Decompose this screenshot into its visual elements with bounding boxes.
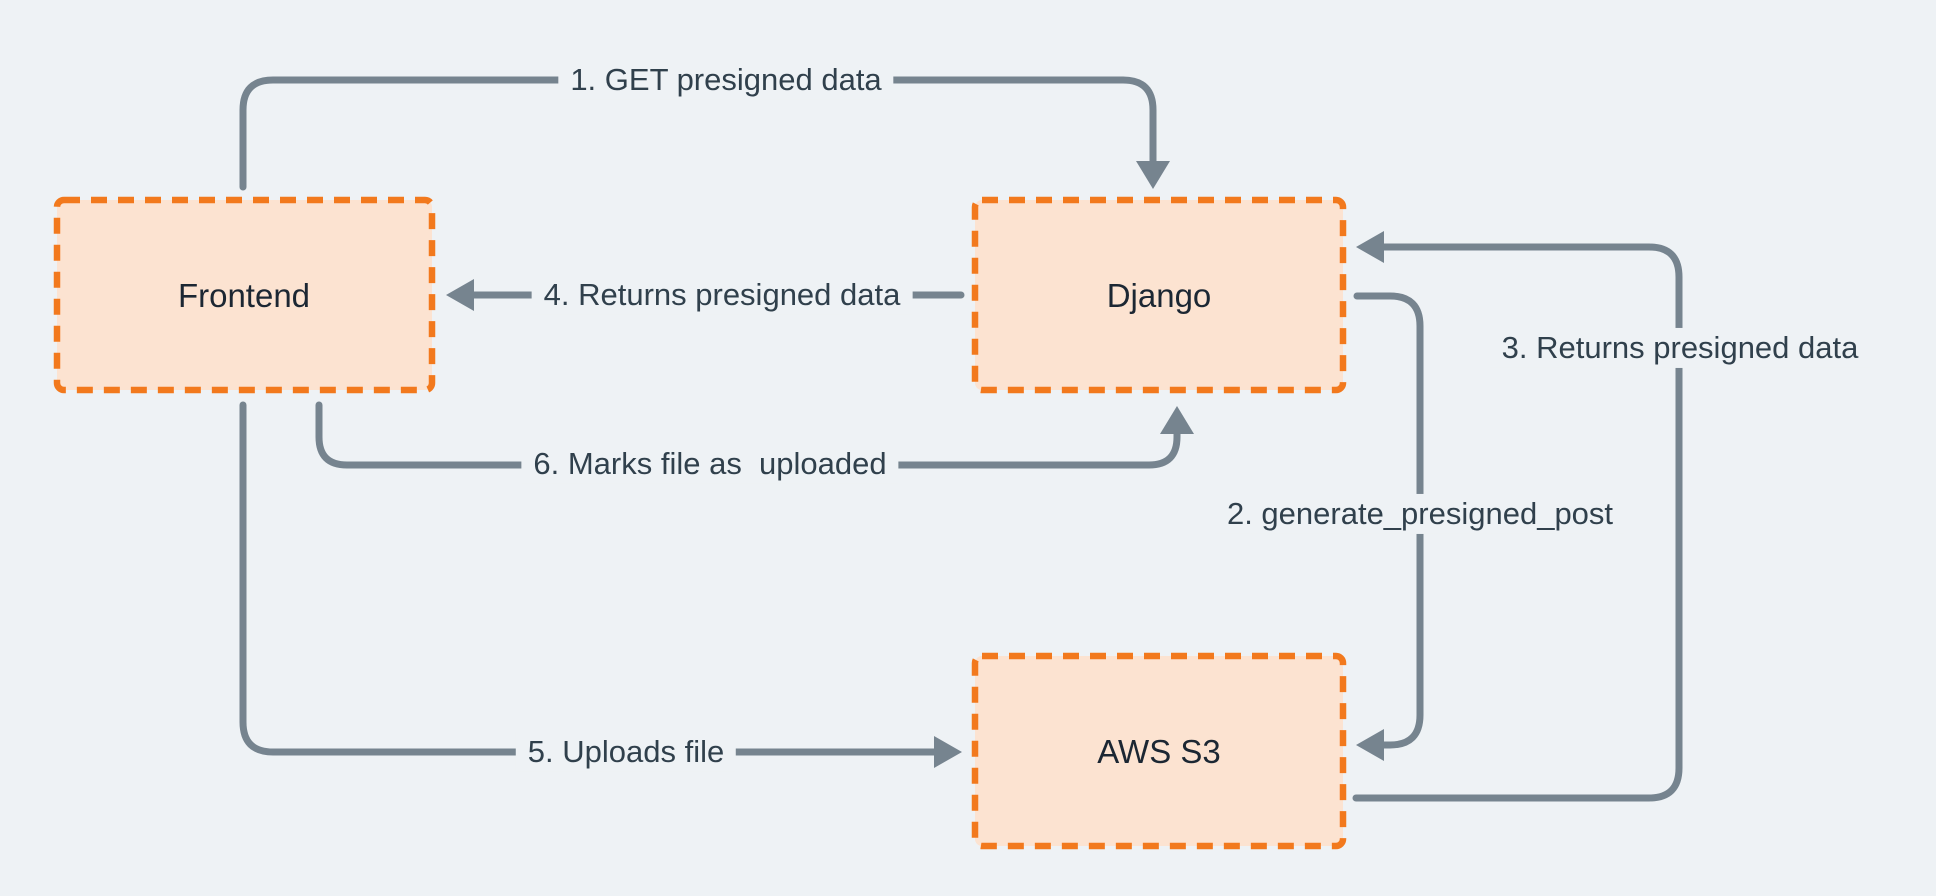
arrow-1-head-icon	[1136, 161, 1170, 189]
arrow-4-head-icon	[446, 279, 474, 311]
frontend-node-box	[53, 196, 436, 394]
arrow-1-label: 1. GET presigned data	[558, 59, 894, 101]
arrow-5-path	[239, 401, 940, 756]
aws-s3-node-label: AWS S3	[1097, 732, 1221, 770]
django-node-label: Django	[1106, 276, 1212, 314]
arrow-5-label: 5. Uploads file	[515, 731, 737, 773]
aws-s3-node-box	[971, 652, 1347, 850]
arrow-2-label: 2. generate_presigned_post	[1214, 493, 1626, 535]
arrow-3-path	[1352, 243, 1683, 802]
django-node-box	[971, 196, 1347, 394]
arrow-3-label: 3. Returns presigned data	[1489, 327, 1871, 369]
arrow-2-head-icon	[1356, 729, 1384, 761]
arrow-6-label: 6. Marks file as uploaded	[521, 443, 899, 485]
frontend-node-label: Frontend	[177, 276, 311, 314]
arrow-5-head-icon	[934, 736, 962, 768]
arrow-3-head-icon	[1356, 231, 1384, 263]
arrow-4-label: 4. Returns presigned data	[531, 274, 913, 316]
arrow-6-head-icon	[1160, 406, 1194, 434]
